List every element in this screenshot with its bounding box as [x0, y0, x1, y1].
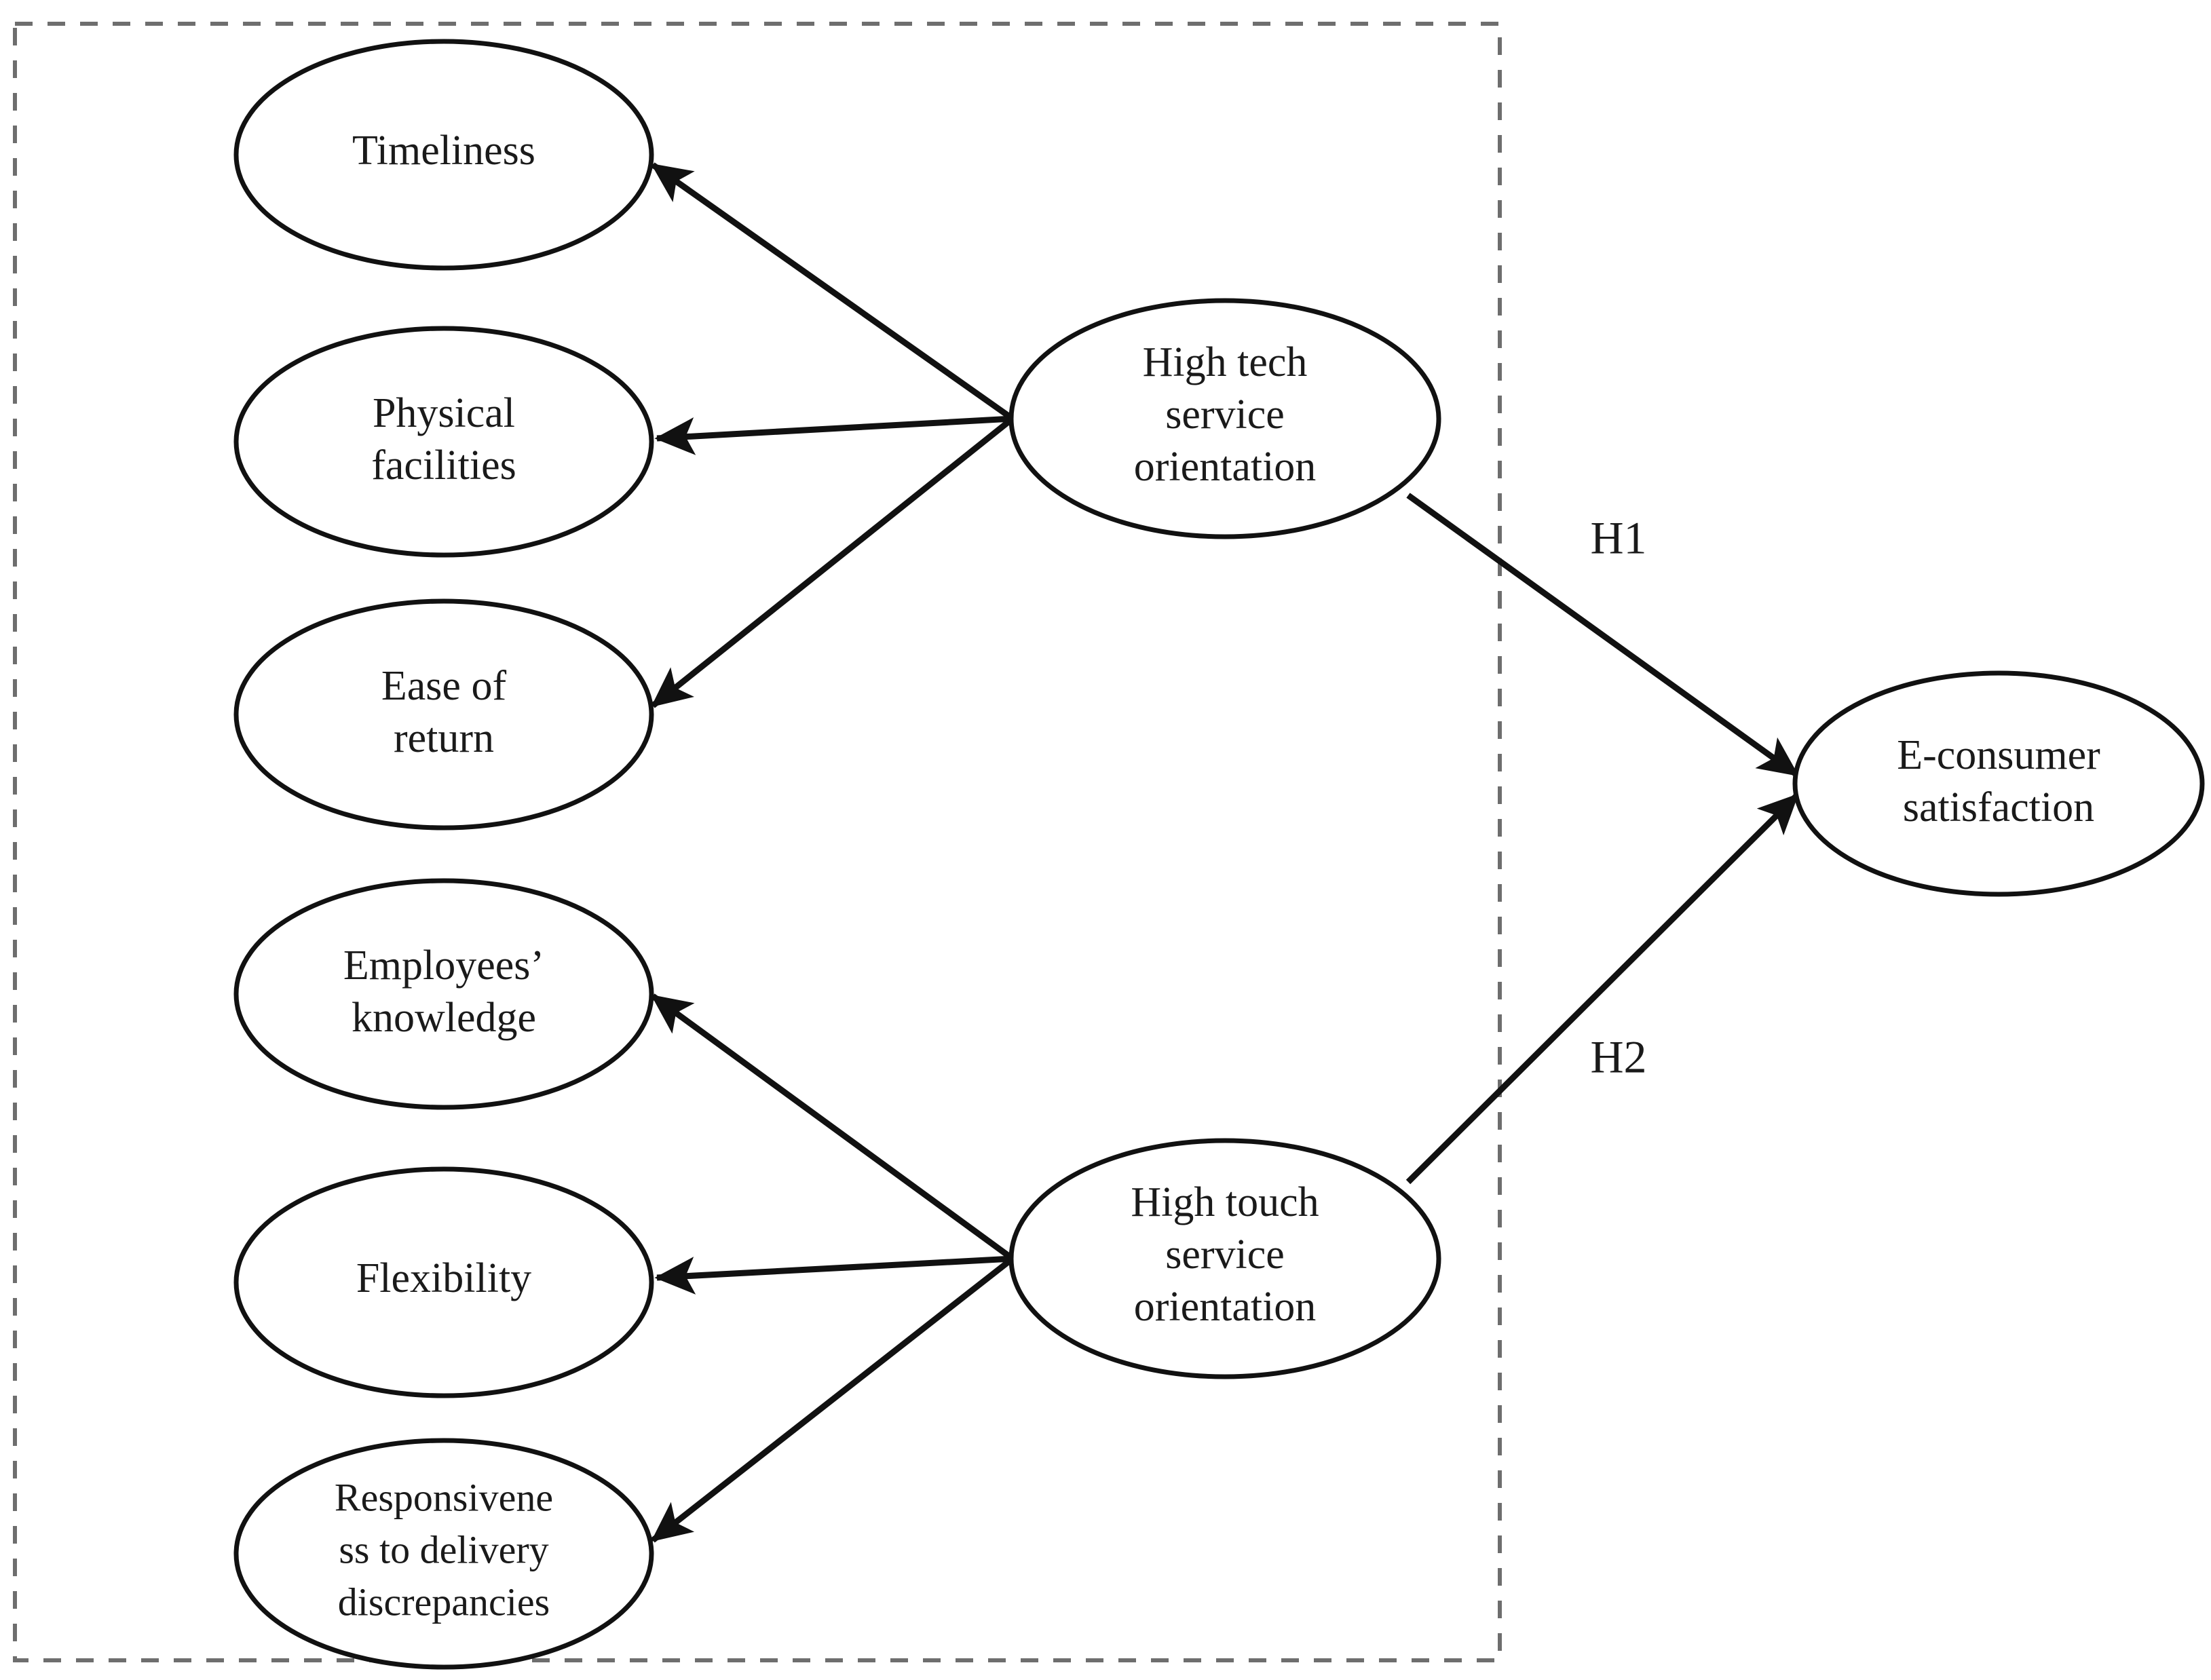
- node-high-tech-service-orientation[interactable]: High tech service orientation: [1008, 298, 1441, 539]
- high-tech-label-line-2: service: [1165, 392, 1285, 438]
- responsiveness-label-line-1: Responsivene: [335, 1475, 553, 1519]
- high-touch-label-line-2: service: [1165, 1232, 1285, 1278]
- e-consumer-satisfaction-label-line-1: E-consumer: [1897, 732, 2100, 778]
- timeliness-label-line-1: Timeliness: [352, 128, 535, 174]
- flexibility-ellipse[interactable]: [233, 1166, 654, 1398]
- e-consumer-satisfaction-label-line-2: satisfaction: [1903, 784, 2094, 831]
- nodes-layer: Timeliness Physical facilities Ease of r…: [233, 39, 2205, 1670]
- high-touch-label-line-1: High touch: [1131, 1179, 1319, 1225]
- high-touch-ellipse[interactable]: [1008, 1138, 1441, 1379]
- node-responsiveness[interactable]: Responsivene ss to delivery discrepancie…: [233, 1438, 654, 1670]
- edge-high-touch-to-satisfaction: [1405, 793, 1800, 1185]
- edge-high-tech-to-timeliness: [651, 162, 1015, 421]
- employees-knowledge-ellipse[interactable]: [233, 878, 654, 1110]
- high-tech-label-line-3: orientation: [1134, 444, 1317, 490]
- high-tech-label-line-1: High tech: [1143, 339, 1308, 385]
- edge-high-touch-to-flexibility: [654, 1255, 1013, 1295]
- node-physical-facilities[interactable]: Physical facilities: [233, 326, 654, 558]
- ease-of-return-label-line-2: return: [394, 715, 494, 761]
- employees-knowledge-label-line-2: knowledge: [352, 995, 536, 1041]
- physical-facilities-ellipse[interactable]: [233, 326, 654, 558]
- high-tech-ellipse[interactable]: [1008, 298, 1441, 539]
- service-orientation-boundary: [13, 22, 1502, 1662]
- flexibility-label-line-1: Flexibility: [356, 1255, 531, 1301]
- node-employees-knowledge[interactable]: Employees’ knowledge: [233, 878, 654, 1110]
- ease-of-return-ellipse[interactable]: [233, 598, 654, 831]
- e-consumer-satisfaction-ellipse[interactable]: [1792, 670, 2205, 897]
- hypothesis-label-h1: H1: [1590, 512, 1646, 564]
- responsiveness-ellipse[interactable]: [233, 1438, 654, 1670]
- node-high-touch-service-orientation[interactable]: High touch service orientation: [1008, 1138, 1441, 1379]
- edge-high-tech-to-ease-of-return: [651, 416, 1015, 708]
- hypothesis-labels-layer: H1 H2: [1590, 512, 1646, 1083]
- physical-facilities-label-line-2: facilities: [371, 442, 516, 489]
- physical-facilities-label-line-1: Physical: [373, 390, 515, 436]
- edge-high-touch-to-responsiveness: [651, 1256, 1015, 1543]
- node-ease-of-return[interactable]: Ease of return: [233, 598, 654, 831]
- edge-high-tech-to-physical-facilities: [654, 415, 1013, 455]
- high-touch-label-line-3: orientation: [1134, 1284, 1317, 1330]
- node-flexibility[interactable]: Flexibility: [233, 1166, 654, 1398]
- edge-high-touch-to-employees-knowledge: [651, 993, 1015, 1261]
- hypothesis-label-h2: H2: [1590, 1031, 1646, 1083]
- node-timeliness[interactable]: Timeliness: [233, 39, 654, 271]
- edge-high-tech-to-satisfaction: [1406, 493, 1799, 778]
- edges-layer: [651, 162, 1800, 1543]
- responsiveness-label-line-2: ss to delivery: [339, 1527, 548, 1571]
- node-e-consumer-satisfaction[interactable]: E-consumer satisfaction: [1792, 670, 2205, 897]
- timeliness-ellipse[interactable]: [233, 39, 654, 271]
- responsiveness-label-line-3: discrepancies: [338, 1580, 550, 1624]
- ease-of-return-label-line-1: Ease of: [381, 663, 507, 709]
- employees-knowledge-label-line-1: Employees’: [343, 942, 544, 989]
